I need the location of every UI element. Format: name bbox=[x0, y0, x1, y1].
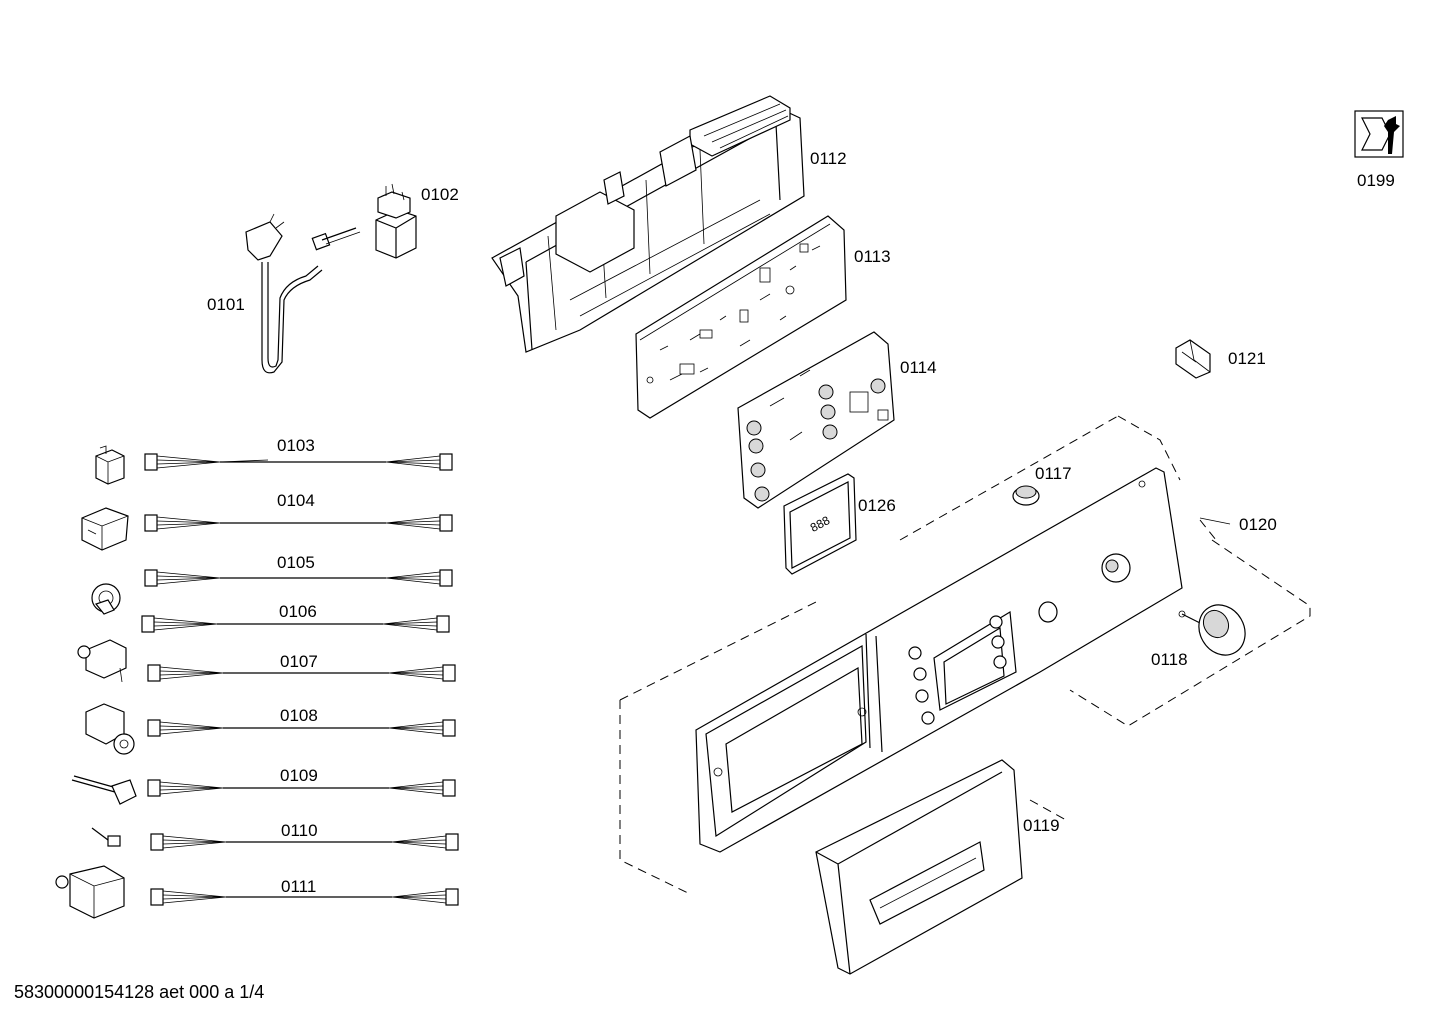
motor-icon bbox=[55, 865, 125, 919]
harness-0106 bbox=[141, 615, 450, 633]
document-footer: 58300000154128 aet 000 a 1/4 bbox=[14, 982, 265, 1002]
harness-0103 bbox=[144, 453, 453, 471]
door-switch-icon bbox=[81, 507, 129, 551]
door-lock-icon bbox=[95, 445, 125, 485]
label-0104: 0104 bbox=[277, 491, 315, 510]
harness-0110 bbox=[150, 833, 459, 851]
clip-part bbox=[1175, 339, 1211, 379]
valve-icon bbox=[77, 639, 127, 683]
button-pcb-part bbox=[737, 331, 895, 509]
label-0107: 0107 bbox=[280, 652, 318, 671]
label-0120: 0120 bbox=[1239, 515, 1277, 534]
pressure-switch-icon bbox=[91, 583, 121, 615]
label-0112: 0112 bbox=[810, 149, 847, 168]
harness-0107 bbox=[147, 664, 456, 682]
interference-filter-part bbox=[375, 183, 417, 259]
label-0108: 0108 bbox=[280, 706, 318, 725]
pump-icon bbox=[85, 703, 135, 755]
drawer-handle-part bbox=[815, 759, 1023, 975]
label-0106: 0106 bbox=[279, 602, 317, 621]
label-0102: 0102 bbox=[421, 185, 459, 204]
sensor-icon bbox=[91, 827, 121, 847]
tool-kit-icon bbox=[1354, 110, 1404, 158]
label-0126: 0126 bbox=[858, 496, 896, 515]
small-knob-part bbox=[1012, 485, 1040, 506]
label-0121: 0121 bbox=[1228, 349, 1266, 368]
harness-0104 bbox=[144, 514, 453, 532]
label-0109: 0109 bbox=[280, 766, 318, 785]
switch-knobs bbox=[746, 378, 886, 502]
component-pictograms bbox=[55, 445, 137, 919]
label-0113: 0113 bbox=[854, 247, 891, 266]
display-window-part: 888 bbox=[783, 473, 857, 575]
panel-buttons bbox=[908, 553, 1131, 725]
heater-icon bbox=[71, 775, 137, 805]
harness-0111 bbox=[150, 888, 459, 906]
main-pcb-part bbox=[635, 215, 847, 419]
label-0111: 0111 bbox=[281, 877, 317, 896]
power-cord-part bbox=[245, 213, 361, 374]
label-0114: 0114 bbox=[900, 358, 937, 377]
control-module-housing-part bbox=[491, 95, 805, 353]
harness-0109 bbox=[147, 779, 456, 797]
selector-knob-part bbox=[1178, 604, 1246, 656]
leader-lines bbox=[1199, 517, 1231, 525]
label-0110: 0110 bbox=[281, 821, 318, 840]
label-0118: 0118 bbox=[1151, 650, 1188, 669]
label-0119: 0119 bbox=[1023, 816, 1060, 835]
label-0103: 0103 bbox=[277, 436, 315, 455]
wiring-harnesses bbox=[141, 453, 459, 906]
label-0105: 0105 bbox=[277, 553, 315, 572]
harness-0108 bbox=[147, 719, 456, 737]
fascia-panel-part bbox=[619, 415, 1311, 895]
label-0199: 0199 bbox=[1357, 171, 1395, 190]
label-0117: 0117 bbox=[1035, 464, 1072, 483]
harness-0105 bbox=[144, 569, 453, 587]
label-0101: 0101 bbox=[207, 295, 245, 314]
